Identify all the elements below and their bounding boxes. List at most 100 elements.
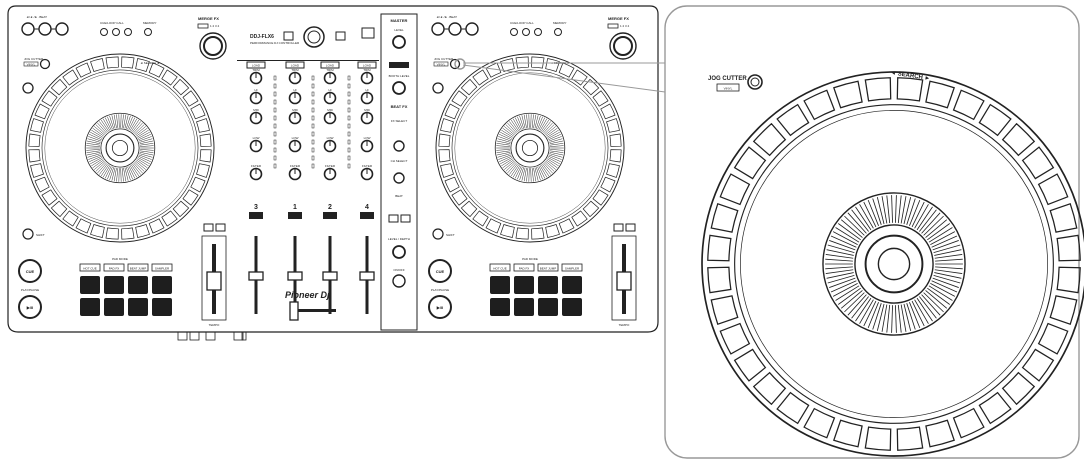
rotary-selector-knob[interactable]	[303, 26, 325, 48]
ch-select-knob[interactable]	[393, 172, 405, 184]
right-memory-button[interactable]	[554, 28, 562, 36]
left-performance-pad[interactable]	[152, 298, 172, 316]
left-pad-mode-1[interactable]	[79, 263, 101, 272]
browse-view-button[interactable]	[335, 31, 346, 41]
channel-4-knob-2[interactable]	[360, 91, 374, 105]
beat-left-button[interactable]	[388, 214, 399, 223]
smart-fader-button[interactable]	[361, 27, 375, 39]
channel-1-knob-1[interactable]	[249, 71, 263, 85]
channel-3-cue-button[interactable]	[323, 212, 337, 219]
left-merge-fx-knob[interactable]	[199, 32, 227, 60]
zoom-jog-wheel[interactable]	[701, 71, 1084, 457]
left-pad-mode-2[interactable]	[103, 263, 125, 272]
master-cue-button[interactable]	[389, 62, 409, 68]
right-performance-pad[interactable]	[490, 276, 510, 294]
right-loop-button-1[interactable]	[431, 22, 445, 36]
channel-4-knob-4[interactable]	[360, 139, 374, 153]
right-performance-pad[interactable]	[490, 298, 510, 316]
level-depth-knob[interactable]	[392, 245, 406, 259]
right-jog-cutter-button[interactable]	[449, 58, 461, 70]
channel-1-knob-4[interactable]	[249, 139, 263, 153]
left-pad-mode-4[interactable]	[151, 263, 173, 272]
channel-2-knob-4[interactable]	[288, 139, 302, 153]
channel-2-cue-button[interactable]	[288, 212, 302, 219]
beat-right-button[interactable]	[400, 214, 411, 223]
right-cue-loop-button-3[interactable]	[534, 28, 542, 36]
channel-2-knob-1[interactable]	[288, 71, 302, 85]
channel-2-fader-knob[interactable]	[287, 271, 303, 281]
left-loop-button-1[interactable]	[21, 22, 35, 36]
channel-4-knob-1[interactable]	[360, 71, 374, 85]
fx-select-knob[interactable]	[393, 140, 405, 152]
channel-2-knob-5[interactable]	[288, 167, 302, 181]
right-deck-select-button[interactable]	[432, 82, 444, 94]
master-level-knob[interactable]	[392, 35, 406, 49]
channel-3-knob-1[interactable]	[323, 71, 337, 85]
right-tempo-range-button[interactable]	[625, 223, 636, 232]
channel-1-knob-3[interactable]	[249, 111, 263, 125]
channel-4-cue-button[interactable]	[360, 212, 374, 219]
left-deck-select-button[interactable]	[22, 82, 34, 94]
left-play-pause-button[interactable]	[18, 295, 42, 319]
zoom-jog-cutter-button[interactable]	[747, 74, 763, 90]
right-tempo-knob[interactable]	[616, 271, 632, 291]
left-performance-pad[interactable]	[104, 298, 124, 316]
right-pad-mode-1[interactable]	[489, 263, 511, 272]
channel-4-fader-knob[interactable]	[359, 271, 375, 281]
left-cue-loop-button-1[interactable]	[100, 28, 108, 36]
channel-1-load-button[interactable]	[246, 61, 266, 69]
right-merge-fx-knob[interactable]	[609, 32, 637, 60]
right-shift-button[interactable]	[432, 228, 444, 240]
crossfader-knob[interactable]	[289, 301, 299, 321]
left-cue-button[interactable]	[18, 259, 42, 283]
right-pad-mode-2[interactable]	[513, 263, 535, 272]
right-cue-loop-button-1[interactable]	[510, 28, 518, 36]
booth-level-knob[interactable]	[392, 81, 406, 95]
channel-3-knob-4[interactable]	[323, 139, 337, 153]
channel-2-load-button[interactable]	[285, 61, 305, 69]
left-shift-button[interactable]	[22, 228, 34, 240]
right-cue-loop-button-2[interactable]	[522, 28, 530, 36]
channel-4-knob-3[interactable]	[360, 111, 374, 125]
right-loop-button-3[interactable]	[465, 22, 479, 36]
right-pad-mode-4[interactable]	[561, 263, 583, 272]
channel-3-load-button[interactable]	[320, 61, 340, 69]
channel-3-knob-3[interactable]	[323, 111, 337, 125]
channel-2-knob-3[interactable]	[288, 111, 302, 125]
left-jog-cutter-button[interactable]	[39, 58, 51, 70]
left-cue-loop-button-3[interactable]	[124, 28, 132, 36]
left-memory-button[interactable]	[144, 28, 152, 36]
channel-4-load-button[interactable]	[357, 61, 377, 69]
left-performance-pad[interactable]	[80, 276, 100, 294]
right-performance-pad[interactable]	[514, 276, 534, 294]
left-performance-pad[interactable]	[80, 298, 100, 316]
right-cue-button[interactable]	[428, 259, 452, 283]
left-performance-pad[interactable]	[104, 276, 124, 294]
channel-1-fader-knob[interactable]	[248, 271, 264, 281]
channel-1-knob-5[interactable]	[249, 167, 263, 181]
channel-4-knob-5[interactable]	[360, 167, 374, 181]
right-loop-button-2[interactable]	[448, 22, 462, 36]
right-performance-pad[interactable]	[562, 276, 582, 294]
channel-3-fader-knob[interactable]	[322, 271, 338, 281]
channel-3-knob-5[interactable]	[323, 167, 337, 181]
left-performance-pad[interactable]	[128, 298, 148, 316]
crossfader[interactable]	[289, 301, 336, 321]
right-performance-pad[interactable]	[514, 298, 534, 316]
left-tempo-knob[interactable]	[206, 271, 222, 291]
channel-3-knob-2[interactable]	[323, 91, 337, 105]
left-tempo-range-button[interactable]	[215, 223, 226, 232]
right-play-pause-button[interactable]	[428, 295, 452, 319]
left-performance-pad[interactable]	[128, 276, 148, 294]
right-performance-pad[interactable]	[538, 276, 558, 294]
right-performance-pad[interactable]	[562, 298, 582, 316]
left-performance-pad[interactable]	[152, 276, 172, 294]
channel-1-cue-button[interactable]	[249, 212, 263, 219]
beat-fx-on-off-button[interactable]	[392, 274, 406, 288]
left-loop-button-3[interactable]	[55, 22, 69, 36]
channel-2-knob-2[interactable]	[288, 91, 302, 105]
left-pad-mode-3[interactable]	[127, 263, 149, 272]
left-loop-button-2[interactable]	[38, 22, 52, 36]
right-key-lock-button[interactable]	[613, 223, 624, 232]
left-cue-loop-button-2[interactable]	[112, 28, 120, 36]
